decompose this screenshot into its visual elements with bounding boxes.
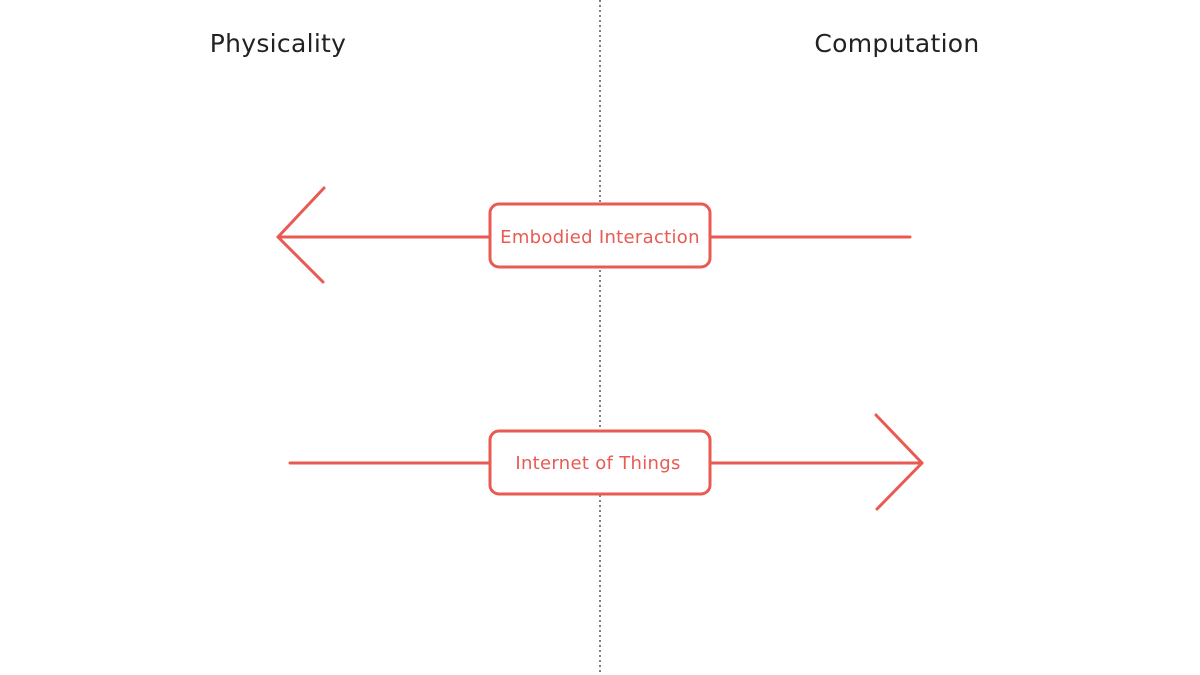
heading-physicality: Physicality: [210, 29, 347, 58]
internet-of-things-label: Internet of Things: [515, 453, 680, 474]
arrowhead-left-icon: [276, 186, 326, 284]
internet-of-things-row: Internet of Things: [288, 413, 924, 511]
embodied-interaction-box: [488, 202, 712, 269]
heading-computation: Computation: [814, 29, 979, 58]
embodied-interaction-row: Embodied Interaction: [276, 186, 912, 284]
embodied-interaction-label: Embodied Interaction: [500, 227, 700, 248]
internet-of-things-box: [488, 429, 712, 496]
arrowhead-right-icon: [874, 413, 924, 511]
